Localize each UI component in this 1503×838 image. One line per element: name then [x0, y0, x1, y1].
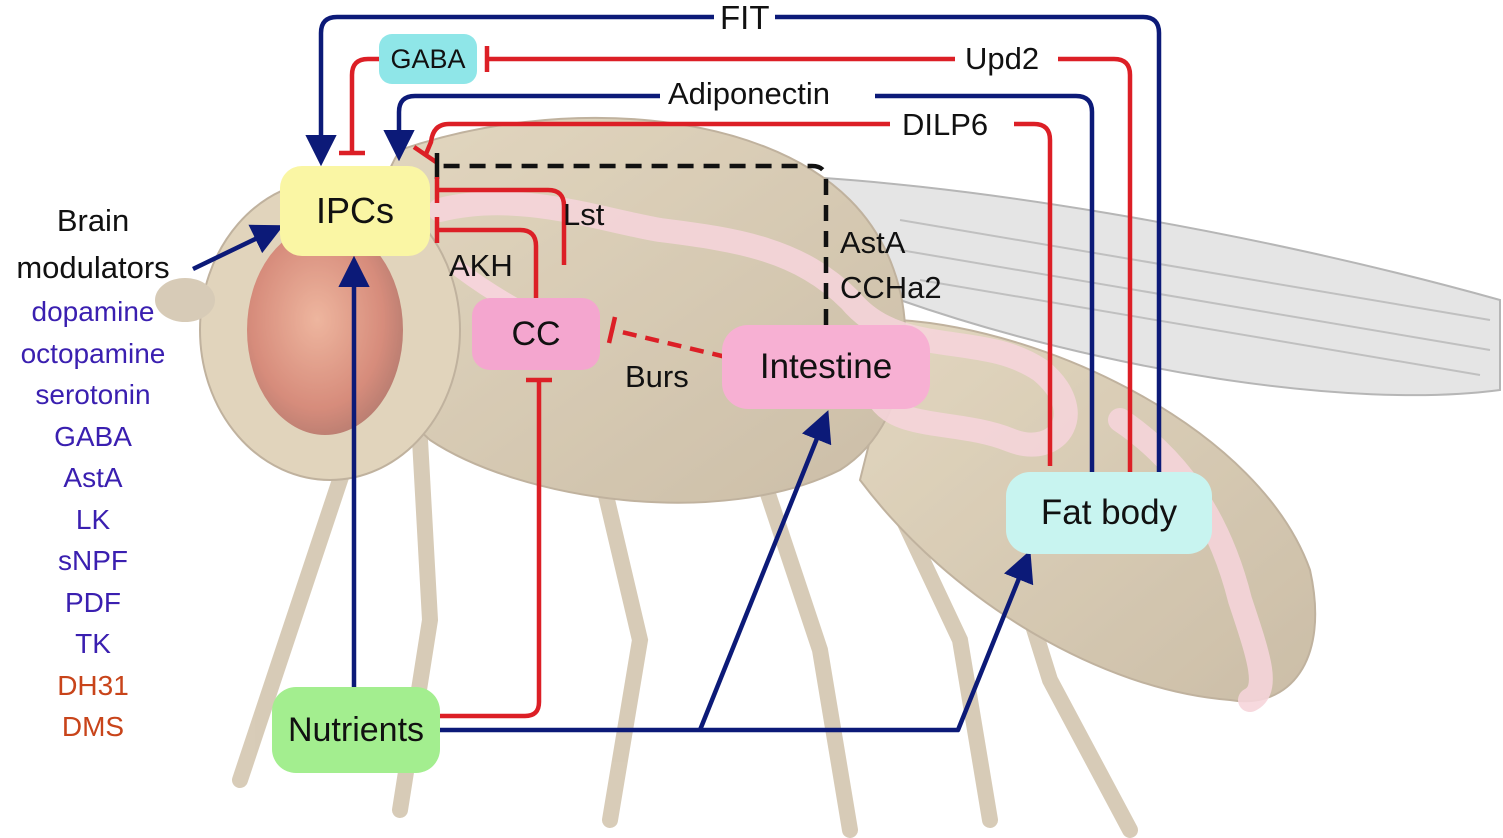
ccha2-label: CCHa2	[840, 270, 942, 305]
fit-label: FIT	[714, 1, 776, 34]
modulator-item: TK	[75, 628, 111, 659]
upd2-inhibit	[1058, 56, 1133, 472]
modulator-item: dopamine	[31, 296, 155, 327]
ipcs-node: IPCs	[280, 166, 430, 256]
fat-body-node: Fat body	[1006, 472, 1212, 554]
gaba-node: GABA	[379, 34, 477, 84]
modulator-item: serotonin	[35, 379, 151, 410]
nutrients-node: Nutrients	[272, 687, 440, 773]
nutrients-branch-arrow	[440, 550, 1034, 733]
nutrients-label: Nutrients	[287, 710, 425, 749]
fat-body-label: Fat body	[1040, 493, 1178, 532]
modulator-item: GABA	[54, 420, 132, 452]
lst-label: Lst	[563, 197, 605, 232]
modulator-item: PDF	[65, 586, 121, 618]
adiponectin-label: Adiponectin	[664, 78, 835, 109]
cc-box-shape	[472, 298, 600, 370]
brain-modulators-arrow	[192, 224, 284, 272]
intestine-label: Intestine	[759, 347, 893, 386]
brain-modulators-heading-2: modulators	[16, 250, 170, 285]
modulator-item: octopamine	[20, 337, 166, 369]
akh-inhibit	[437, 227, 539, 298]
lst-inhibit	[437, 187, 567, 265]
cc-node: CC	[472, 298, 600, 370]
intestine-node: Intestine	[722, 325, 930, 409]
adiponectin-arrow	[875, 93, 1095, 472]
brain-modulators-heading-1: Brain	[56, 203, 130, 238]
modulator-item: LK	[75, 503, 111, 535]
akh-label: AKH	[449, 248, 513, 283]
burs-inhibit	[612, 327, 727, 360]
modulator-item: sNPF	[58, 545, 128, 576]
ipcs-label: IPCs	[315, 190, 394, 231]
nutrients-cc-inhibit	[440, 380, 542, 719]
ipcs-box-shape	[280, 166, 430, 256]
gaba-box-shape	[379, 34, 477, 84]
gaba-label: GABA	[390, 43, 466, 74]
cc-label: CC	[511, 314, 561, 353]
burs-label: Burs	[625, 359, 689, 394]
dilp6-inhibit	[1014, 121, 1053, 466]
modulator-item: DH31	[57, 669, 129, 701]
gaba-inhibit	[349, 56, 381, 153]
asta-label: AstA	[840, 225, 906, 260]
fat-body-box-shape	[1006, 472, 1212, 554]
dilp6-label: DILP6	[898, 109, 993, 140]
asta-ccha2-dashed	[437, 163, 829, 325]
upd2-label: Upd2	[961, 43, 1044, 74]
modulator-item: AstA	[63, 462, 123, 493]
modulator-item: DMS	[61, 711, 125, 742]
intestine-box-shape	[722, 325, 930, 409]
brain-modulators-list: Brain modulators dopamine octopamine ser…	[0, 197, 186, 748]
fly-eye	[247, 225, 403, 435]
nutrients-box-shape	[272, 687, 440, 773]
